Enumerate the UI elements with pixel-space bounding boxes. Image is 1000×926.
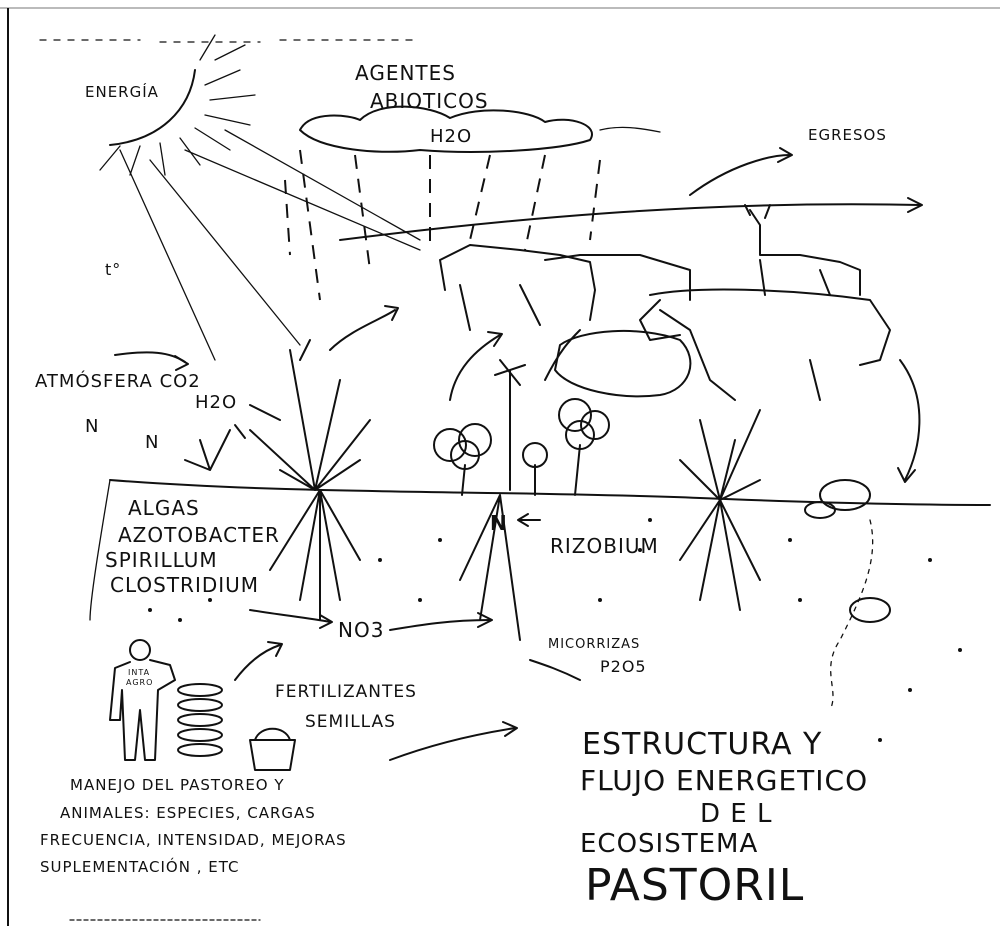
stones (804, 479, 891, 711)
deer-icon (744, 204, 861, 296)
soil-surface (89, 479, 991, 621)
grass-plant-right (679, 409, 761, 501)
label-p2o5: P2O5 (600, 657, 647, 676)
bucket-icon (249, 727, 296, 771)
egresos-arrows (339, 147, 923, 241)
label-energia: ENERGÍA (85, 82, 159, 101)
roots (269, 489, 761, 641)
hare-icon (554, 329, 692, 398)
caption-line-4: SUPLEMENTACIÓN , ETC (40, 857, 239, 876)
caption-line-3: FRECUENCIA, INTENSIDAD, MEJORAS (40, 831, 347, 849)
management-caption: MANEJO DEL PASTOREO Y ANIMALES: ESPECIES… (40, 776, 347, 876)
title-line-5: PASTORIL (585, 860, 804, 911)
label-atmosfera: ATMÓSFERA CO2 (35, 370, 201, 392)
rain-lines (284, 149, 601, 301)
bags-stack (177, 683, 223, 757)
label-spirillum: SPIRILLUM (105, 548, 218, 572)
cow-large-icon (544, 254, 891, 401)
caption-line-2: ANIMALES: ESPECIES, CARGAS (60, 804, 316, 822)
label-rizobium: RIZOBIUM (550, 534, 659, 558)
diagram-title: ESTRUCTURA Y FLUJO ENERGETICO D E L ECOS… (580, 727, 868, 911)
label-n-1: N (85, 416, 99, 437)
label-shirt-1: INTA (128, 668, 150, 677)
grass-plant (249, 339, 371, 491)
label-micorrizas: MICORRIZAS (548, 637, 640, 652)
energy-arrows (114, 305, 921, 483)
label-h2o-cloud: H2O (430, 126, 472, 147)
label-fertilizantes: FERTILIZANTES (275, 682, 417, 702)
caption-line-1: MANEJO DEL PASTOREO Y (70, 776, 285, 794)
title-line-1: ESTRUCTURA Y (582, 727, 822, 762)
title-line-4: ECOSISTEMA (580, 829, 758, 859)
sun-rays (119, 129, 421, 361)
label-azotobacter: AZOTOBACTER (118, 523, 280, 547)
label-shirt-2: AGRO (126, 678, 153, 687)
clover-plants (433, 359, 610, 496)
cloud-icon (299, 105, 661, 153)
sun-icon (99, 34, 256, 176)
label-temp: t° (105, 260, 121, 279)
label-h2o-atm: H2O (195, 392, 237, 413)
label-clostridium: CLOSTRIDIUM (110, 573, 259, 597)
title-line-2: FLUJO ENERGETICO (580, 764, 868, 797)
plant-left (184, 429, 231, 471)
label-algas: ALGAS (128, 496, 200, 520)
label-n-soil: N (490, 511, 508, 535)
cow-icon (439, 244, 596, 331)
farmer-icon (109, 639, 176, 761)
soil-arrows (234, 513, 581, 761)
label-egresos: EGRESOS (808, 126, 887, 144)
label-agentes-2: ABIOTICOS (370, 89, 489, 113)
title-line-3: D E L (700, 799, 772, 829)
label-agentes-1: AGENTES (355, 61, 456, 85)
label-semillas: SEMILLAS (305, 712, 396, 732)
label-n-2: N (145, 432, 159, 453)
frame (0, 7, 1000, 926)
label-no3: NO3 (338, 618, 384, 642)
soil-dots (148, 518, 962, 742)
